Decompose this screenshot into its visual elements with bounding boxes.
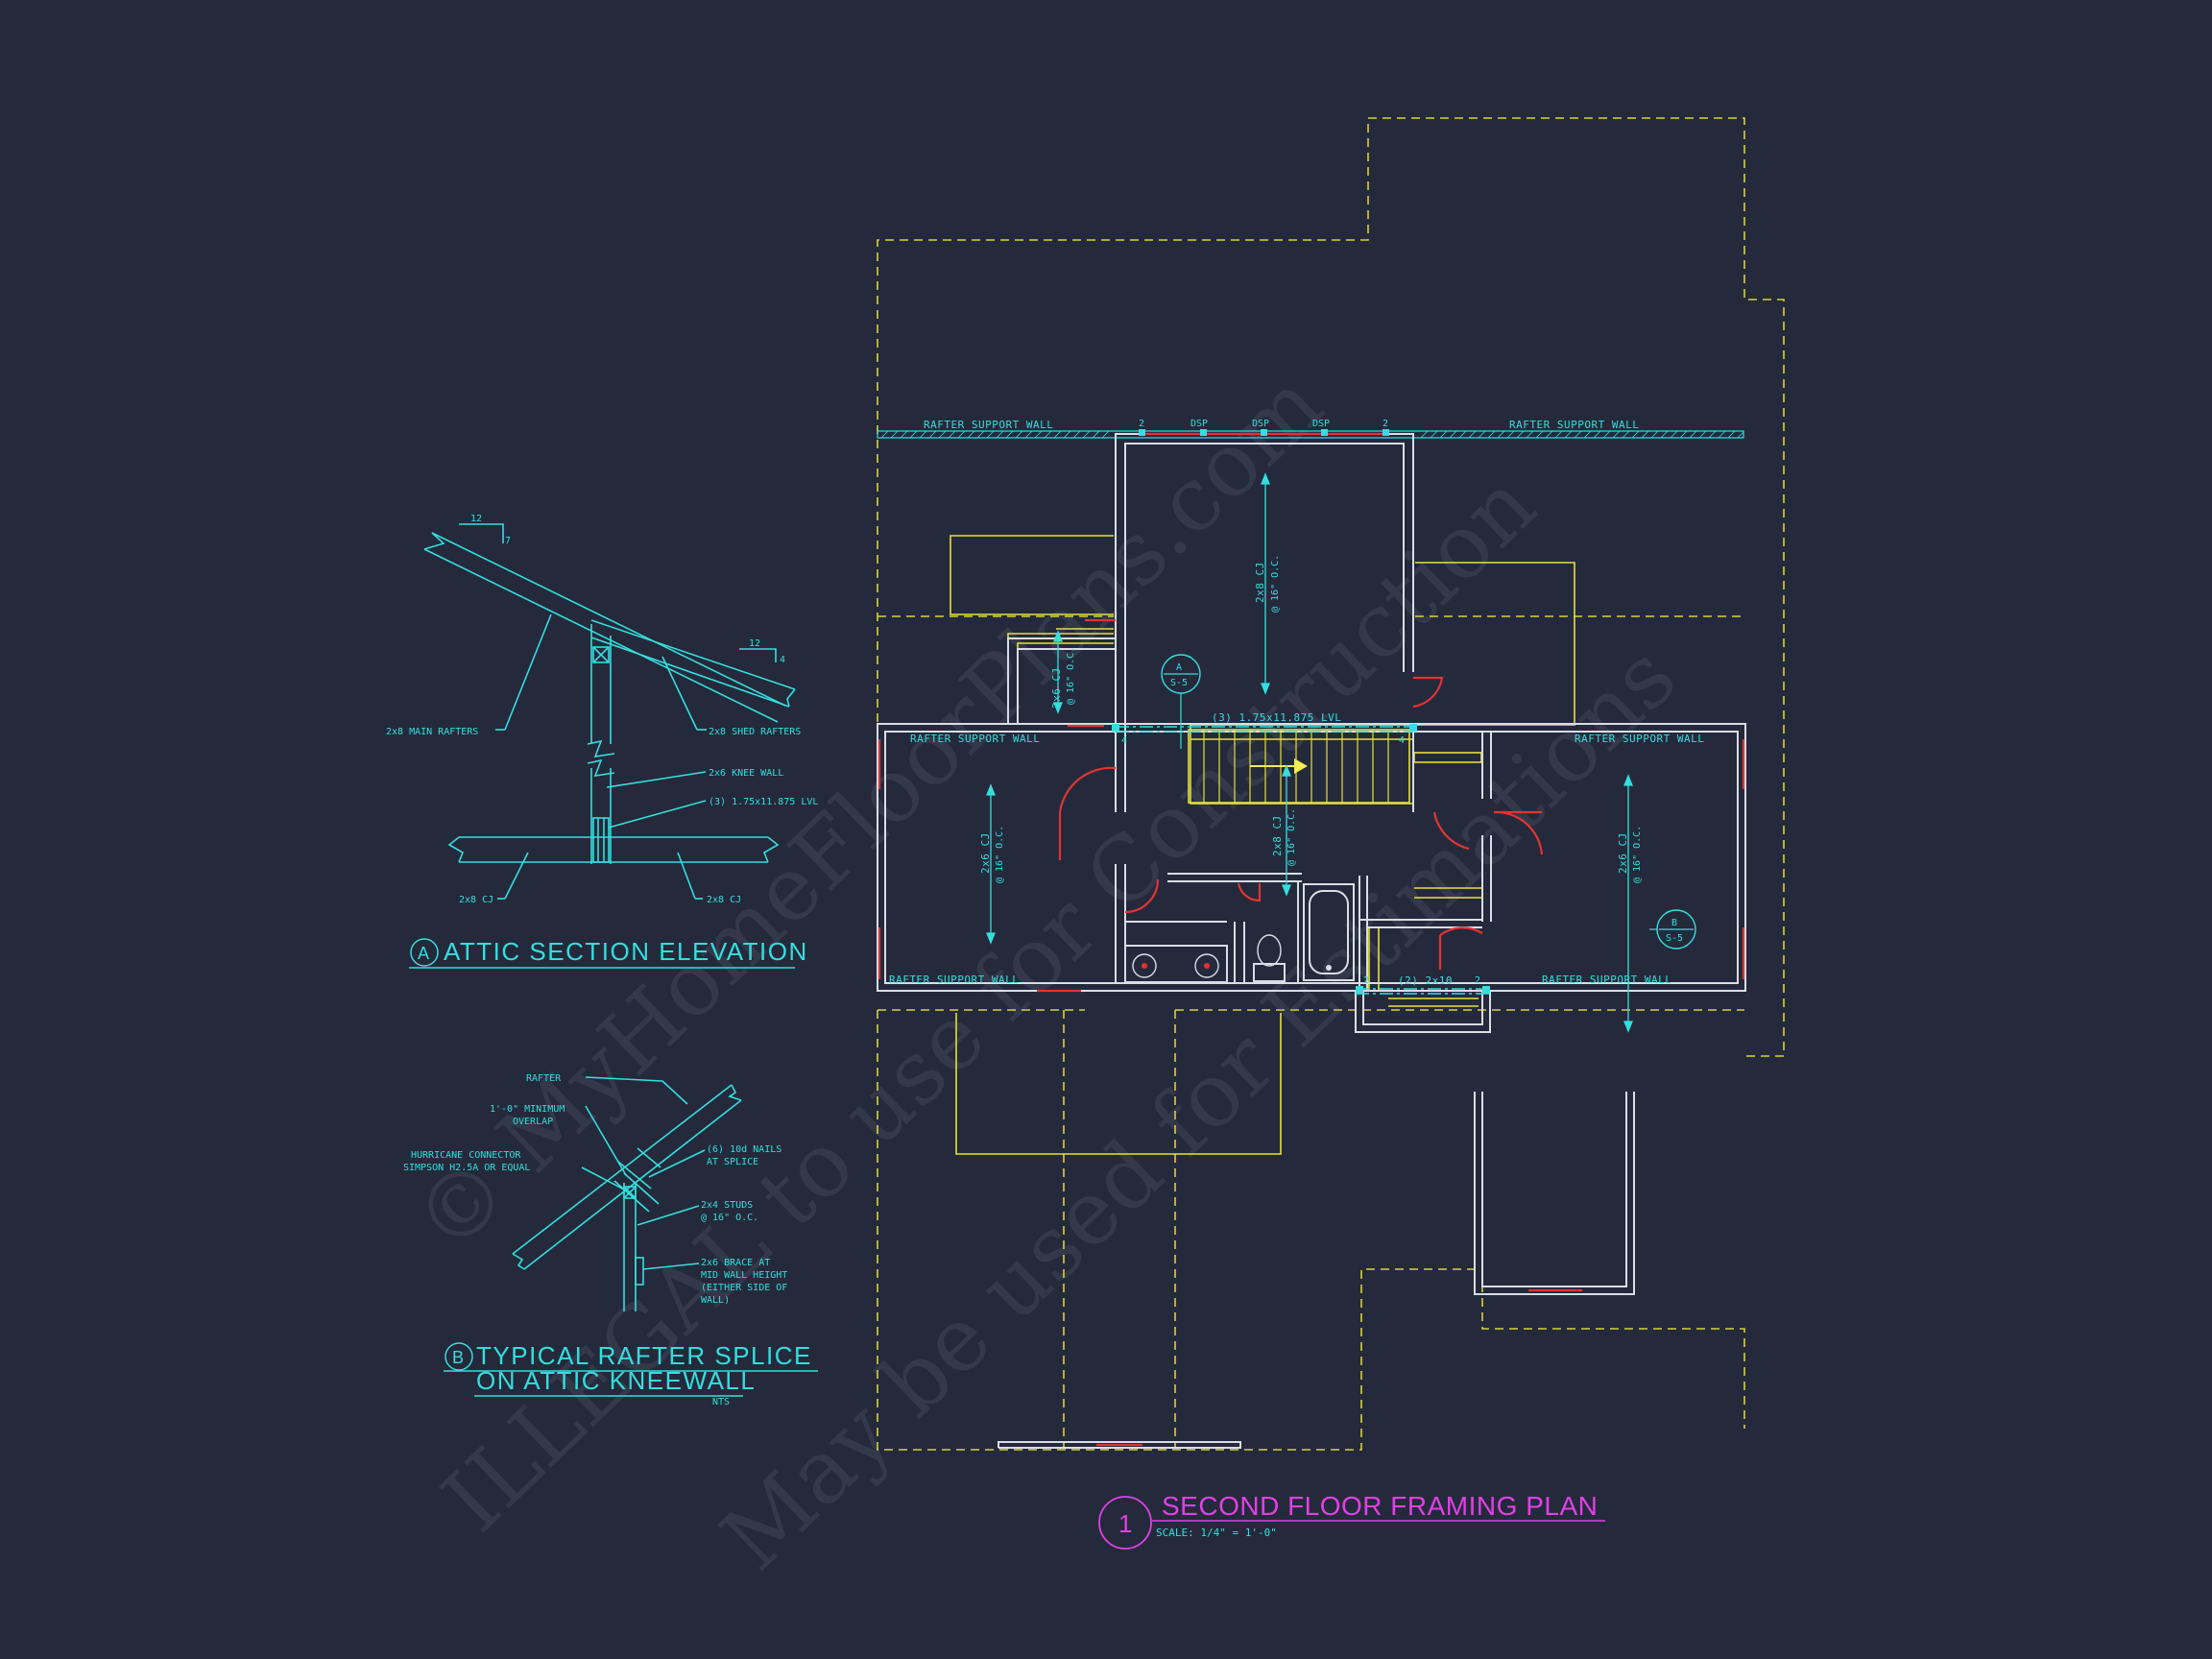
post-label: 2: [1475, 975, 1480, 986]
detail-a: 12 7 12 4 2x8 MAIN RAFTERS: [386, 514, 818, 969]
section-tag-b-letter: B: [1671, 918, 1677, 928]
dsp-label: DSP: [1312, 419, 1330, 429]
rsw-mid-left-label: RAFTER SUPPORT WALL: [910, 733, 1040, 745]
plan-number: 1: [1118, 1509, 1132, 1538]
plan-title: SECOND FLOOR FRAMING PLAN: [1162, 1491, 1598, 1521]
oc-label: @ 16" O.C.: [1632, 826, 1643, 883]
nts-label: NTS: [712, 1397, 730, 1407]
cj-label: 2x8 CJ: [1254, 562, 1266, 603]
dsp-label: DSP: [1190, 419, 1208, 429]
main-rafters-label: 2x8 MAIN RAFTERS: [386, 727, 478, 737]
overlap-label-1: 1'-0" MINIMUM: [490, 1104, 565, 1115]
section-tag-a-letter: A: [1176, 662, 1182, 673]
brace-label-2: MID WALL HEIGHT: [701, 1270, 787, 1281]
brace-label-1: 2x6 BRACE AT: [701, 1258, 770, 1268]
cj-label: 2x6 CJ: [1050, 667, 1063, 709]
section-tag-a[interactable]: A S-5: [1161, 654, 1201, 749]
pitch-4: 4: [780, 655, 785, 665]
oc-label: @ 16" O.C.: [1286, 808, 1297, 866]
rafter-label: RAFTER: [526, 1073, 562, 1084]
lvl-label: (3) 1.75x11.875 LVL: [1212, 711, 1341, 724]
roof-outline: [877, 117, 1785, 1451]
rsw-bot-right-label: RAFTER SUPPORT WALL: [1542, 974, 1671, 986]
cj-label: 2x6 CJ: [1617, 832, 1629, 874]
pitch-12-main: 12: [470, 514, 482, 524]
post-label: 2: [1139, 419, 1144, 429]
shed-rafters-label: 2x8 SHED RAFTERS: [709, 727, 801, 737]
pitch-7: 7: [505, 536, 511, 546]
detail-b: RAFTER 1'-0" MINIMUM OVERLAP HURRICANE C…: [403, 1073, 818, 1407]
watermark: © MyHomeFloorPlans.com ILLEGAL to use fo…: [395, 352, 1695, 1589]
plan-scale: SCALE: 1/4" = 1'-0": [1156, 1527, 1277, 1539]
rsw-mid-right-label: RAFTER SUPPORT WALL: [1575, 733, 1704, 745]
cj-label: 2x6 CJ: [979, 832, 992, 874]
detail-a-marker: A: [418, 944, 429, 963]
oc-label: @ 16" O.C.: [1066, 647, 1076, 705]
studs-label-2: @ 16" O.C.: [701, 1213, 758, 1223]
connector-label-2: SIMPSON H2.5A OR EQUAL: [403, 1163, 530, 1173]
rsw-bot-left-label: RAFTER SUPPORT WALL: [889, 974, 1019, 986]
dsp-label: DSP: [1252, 419, 1269, 429]
post-label: 2: [1382, 419, 1388, 429]
stair: [1188, 729, 1410, 804]
cj-left-label: 2x8 CJ: [459, 895, 493, 905]
detail-b-marker: B: [452, 1348, 464, 1367]
cj-right-label: 2x8 CJ: [707, 895, 741, 905]
oc-label: @ 16" O.C.: [1270, 555, 1281, 613]
nails-label-1: (6) 10d NAILS: [707, 1144, 781, 1155]
detail-a-title: ATTIC SECTION ELEVATION: [444, 937, 808, 966]
header-label: (2) 2x10: [1398, 974, 1453, 987]
rsw-top-left-label: RAFTER SUPPORT WALL: [924, 419, 1053, 431]
section-tag-a-sheet: S-5: [1170, 678, 1188, 688]
brace-label-4: WALL): [701, 1295, 730, 1306]
detail-b-title-line-1: TYPICAL RAFTER SPLICE: [476, 1341, 812, 1370]
cj-label: 2x8 CJ: [1271, 815, 1284, 856]
studs-label-1: 2x4 STUDS: [701, 1200, 753, 1211]
pitch-12-shed: 12: [749, 638, 760, 649]
hatch-top: [880, 430, 1744, 439]
overlap-label-2: OVERLAP: [513, 1117, 553, 1127]
rsw-top-right-label: RAFTER SUPPORT WALL: [1509, 419, 1639, 431]
knee-wall-label: 2x6 KNEE WALL: [709, 768, 783, 779]
post-label: 4: [1121, 735, 1127, 746]
nails-label-2: AT SPLICE: [707, 1157, 758, 1167]
plan-title-block: 1 SECOND FLOOR FRAMING PLAN SCALE: 1/4" …: [1098, 1491, 1605, 1550]
section-tag-b-sheet: S-5: [1666, 933, 1683, 944]
beams: [1112, 429, 1490, 995]
section-tag-b[interactable]: B S-5: [1649, 909, 1696, 950]
walls: [877, 430, 1746, 1449]
plan-labels: RAFTER SUPPORT WALL RAFTER SUPPORT WALL …: [889, 419, 1704, 987]
post-label: 2: [1363, 975, 1369, 986]
lvl-label-detail: (3) 1.75x11.875 LVL: [709, 797, 818, 807]
span-arrows: [986, 472, 1633, 1033]
brace-label-3: (EITHER SIDE OF: [701, 1283, 787, 1293]
detail-b-title-line-2: ON ATTIC KNEEWALL: [476, 1366, 756, 1395]
post-label: 4: [1399, 735, 1405, 746]
oc-label: @ 16" O.C.: [995, 826, 1005, 883]
connector-label-1: HURRICANE CONNECTOR: [411, 1150, 521, 1161]
